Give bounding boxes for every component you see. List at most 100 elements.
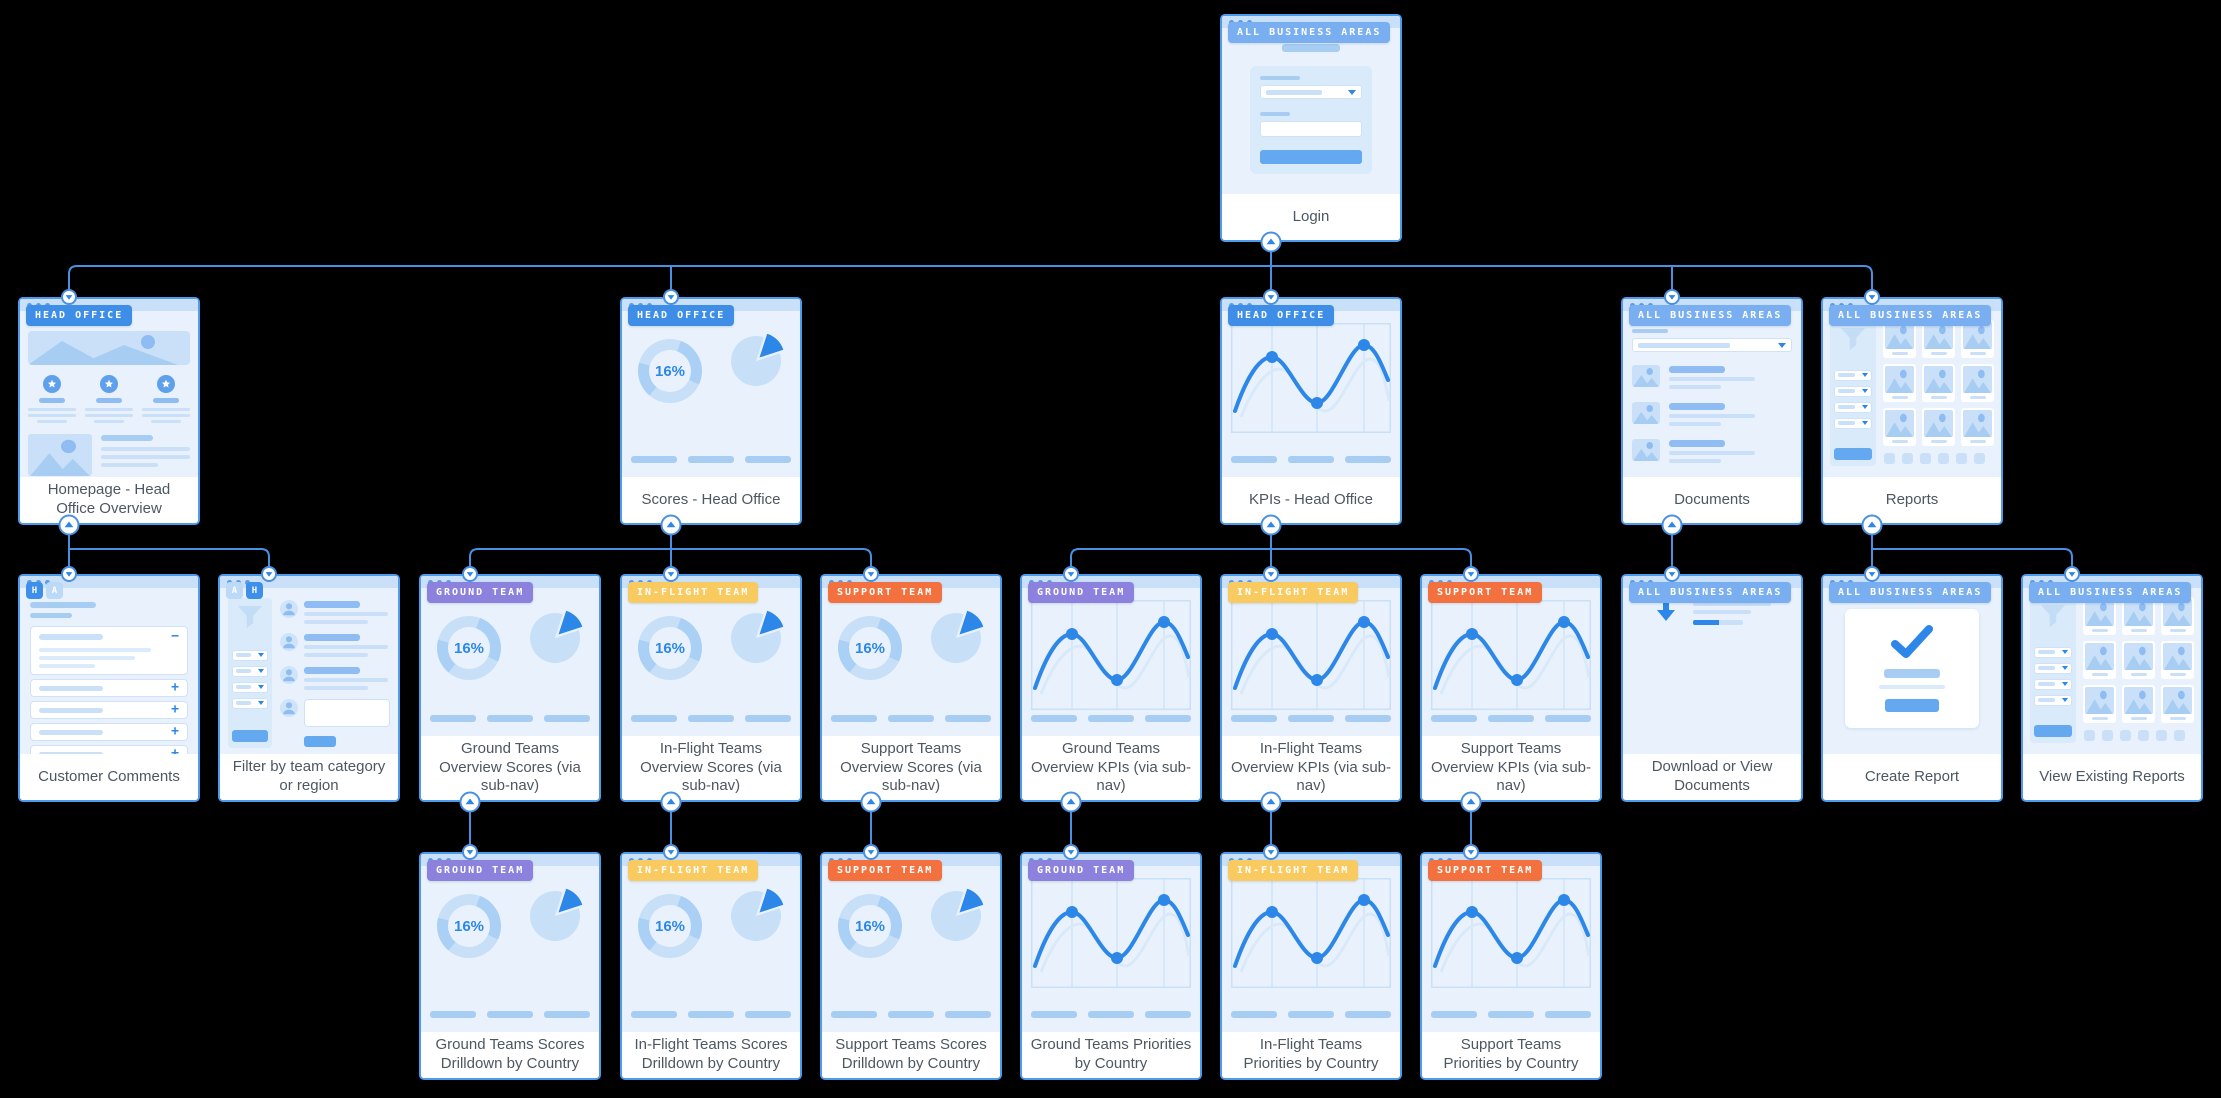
collapse-toggle-top[interactable] [1263,289,1279,305]
collapse-toggle-top[interactable] [1664,566,1680,582]
collapse-toggle-top[interactable] [1664,289,1680,305]
accordion-collapsed-placeholder: + [30,723,188,741]
page-card-scores-head-office[interactable]: HEAD OFFICE 16% Scores - Head Office [620,297,802,525]
collapse-toggle-top[interactable] [1263,844,1279,860]
page-card-inflight-scores-drilldown[interactable]: IN-FLIGHT TEAM 16% In-Flight Teams Score… [620,852,802,1080]
collapse-toggle-bottom[interactable] [660,514,682,536]
page-card-inflight-kpis[interactable]: IN-FLIGHT TEAM In-Flight Teams Overview … [1220,574,1402,802]
collapse-toggle-top[interactable] [1063,566,1079,582]
create-button-placeholder [1885,698,1939,712]
page-card-login[interactable]: ALL BUSINESS AREAS Login [1220,14,1402,242]
collapse-toggle-bottom[interactable] [1260,231,1282,253]
collapse-toggle-bottom[interactable] [1260,514,1282,536]
page-card-support-scores-drilldown[interactable]: SUPPORT TEAM 16% Support Teams Scores Dr… [820,852,1002,1080]
plus-icon: + [171,724,179,739]
collapse-toggle-top[interactable] [1063,844,1079,860]
collapse-toggle-bottom[interactable] [1260,791,1282,813]
bar-row-placeholder [1231,1011,1391,1018]
kpis-thumbnail [1022,588,1200,736]
hero-image-placeholder [28,331,190,365]
dropdown-placeholder [232,665,268,677]
collapse-toggle-top[interactable] [863,566,879,582]
bar-row-placeholder [1231,714,1391,722]
page-card-support-scores[interactable]: SUPPORT TEAM 16% Support Teams Overview … [820,574,1002,802]
page-card-create-report[interactable]: ALL BUSINESS AREAS Create Report [1821,574,2003,802]
badge-in-flight-team: IN-FLIGHT TEAM [628,582,759,603]
page-card-support-priorities[interactable]: SUPPORT TEAM Support Teams Priorities by… [1420,852,1602,1080]
report-form-placeholder [1845,608,1979,728]
collapse-toggle-top[interactable] [663,844,679,860]
star-icon [43,375,61,393]
badge-support-team: SUPPORT TEAM [828,860,943,881]
badge-support-team: SUPPORT TEAM [1428,860,1543,881]
image-placeholder-icon [2124,643,2153,670]
filter-sidebar-placeholder [1830,320,1876,466]
donut-chart-placeholder: 16% [638,616,702,680]
submit-button-placeholder [304,736,336,747]
badge-head-office: HEAD OFFICE [26,305,133,326]
chip-A: A [46,582,63,599]
collapse-toggle-top[interactable] [1864,289,1880,305]
page-card-kpis-head-office[interactable]: HEAD OFFICE KPIs - Head Office [1220,297,1402,525]
page-card-inflight-scores[interactable]: IN-FLIGHT TEAM 16% In-Flight Teams Overv… [620,574,802,802]
collapse-toggle-bottom[interactable] [1460,791,1482,813]
page-card-support-kpis[interactable]: SUPPORT TEAM Support Teams Overview KPIs… [1420,574,1602,802]
page-card-download-documents[interactable]: ALL BUSINESS AREAS Download or View Docu… [1621,574,1803,802]
collapse-toggle-bottom[interactable] [860,791,882,813]
accordion-collapsed-placeholder: + [30,679,188,697]
collapse-toggle-bottom[interactable] [58,514,80,536]
collapse-toggle-top[interactable] [462,566,478,582]
card-title: Ground Teams Priorities by Country [1022,1032,1200,1078]
page-card-ground-kpis[interactable]: GROUND TEAM Ground Teams Overview KPIs (… [1020,574,1202,802]
image-placeholder-icon [2124,599,2153,626]
collapse-toggle-bottom[interactable] [1861,514,1883,536]
kpis-thumbnail [1222,588,1400,736]
bar-row-placeholder [831,1011,991,1018]
badge-in-flight-team: IN-FLIGHT TEAM [628,860,759,881]
collapse-toggle-top[interactable] [261,566,277,582]
dropdown-caret-icon [2062,650,2068,655]
collapse-toggle-top[interactable] [61,289,77,305]
collapse-toggle-bottom[interactable] [459,791,481,813]
score-percentage: 16% [654,639,686,657]
collapse-toggle-top[interactable] [663,289,679,305]
score-percentage: 16% [654,917,686,935]
dropdown-placeholder [2034,678,2072,690]
page-card-ground-scores[interactable]: GROUND TEAM 16% Ground Teams Overview Sc… [419,574,601,802]
report-grid-placeholder [2083,597,2194,723]
collapse-toggle-top[interactable] [1463,566,1479,582]
page-card-homepage[interactable]: HEAD OFFICE Homepage - Head Office Overv… [18,297,200,525]
badge-all-business-areas: ALL BUSINESS AREAS [1829,582,1992,603]
page-card-reports[interactable]: ALL BUSINESS AREAS Reports [1821,297,2003,525]
page-card-view-existing-reports[interactable]: ALL BUSINESS AREAS View Existing Reports [2021,574,2203,802]
page-card-documents[interactable]: ALL BUSINESS AREAS Documents [1621,297,1803,525]
page-card-ground-scores-drilldown[interactable]: GROUND TEAM 16% Ground Teams Scores Dril… [419,852,601,1080]
collapse-toggle-top[interactable] [61,566,77,582]
image-placeholder-icon [2163,643,2192,670]
reports-thumbnail [1823,311,2001,477]
collapse-toggle-top[interactable] [1463,844,1479,860]
collapse-toggle-top[interactable] [462,844,478,860]
collapse-toggle-bottom[interactable] [1060,791,1082,813]
collapse-toggle-bottom[interactable] [1661,514,1683,536]
input-placeholder [1260,121,1362,137]
collapse-toggle-top[interactable] [863,844,879,860]
documents-thumbnail [1623,311,1801,477]
card-title: Customer Comments [20,754,198,800]
badge-head-office: HEAD OFFICE [1228,305,1335,326]
filter-thumbnail [220,588,398,754]
collapse-toggle-bottom[interactable] [660,791,682,813]
page-card-ground-priorities[interactable]: GROUND TEAM Ground Teams Priorities by C… [1020,852,1202,1080]
page-card-inflight-priorities[interactable]: IN-FLIGHT TEAM In-Flight Teams Prioritie… [1220,852,1402,1080]
collapse-toggle-top[interactable] [1263,566,1279,582]
donut-chart-placeholder: 16% [437,894,501,958]
collapse-toggle-top[interactable] [1864,566,1880,582]
reports-thumbnail [2023,588,2201,754]
image-placeholder-icon [1885,410,1914,437]
collapse-toggle-top[interactable] [663,566,679,582]
collapse-toggle-top[interactable] [2064,566,2080,582]
